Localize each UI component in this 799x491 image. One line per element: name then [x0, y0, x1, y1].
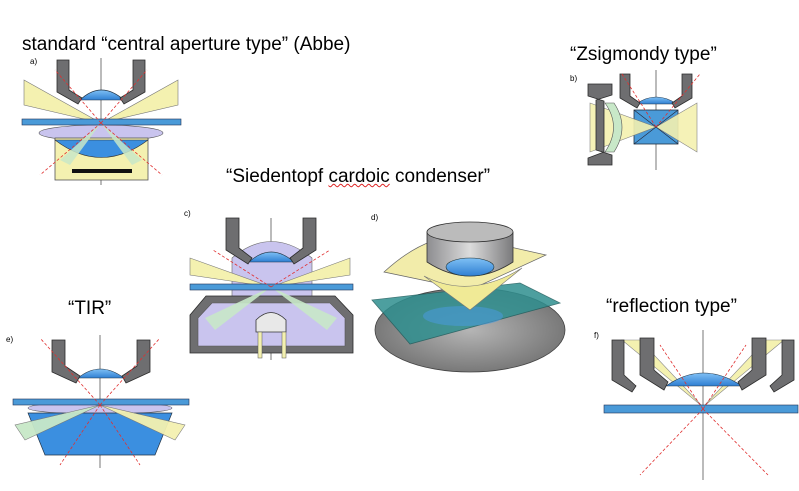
- objective-left-housing: [225, 217, 253, 265]
- ray-left-up: [212, 249, 272, 288]
- beam-right-lower: [271, 287, 337, 330]
- objective-front-lens: [77, 368, 125, 379]
- panel-label-e: e): [6, 335, 14, 344]
- objective-left-housing: [56, 59, 83, 105]
- panel-d-3d-condenser: [371, 221, 566, 373]
- ray-right-up: [100, 69, 148, 124]
- light-post-left: [257, 331, 263, 359]
- title-siedentopf: “Siedentopf cardoic condenser”: [226, 166, 491, 187]
- beam-left-lower: [60, 123, 101, 165]
- ray-right-down: [99, 404, 141, 466]
- panel-label-c: c): [184, 209, 191, 218]
- title-zsigmondy: “Zsigmondy type”: [570, 44, 717, 65]
- title-abbe: standard “central aperture type” (Abbe): [22, 34, 351, 55]
- panel-e-tir: [12, 335, 190, 468]
- beam-right: [702, 339, 785, 408]
- beam-left: [14, 404, 101, 441]
- beam-left-upper: [23, 79, 102, 124]
- slide: [12, 398, 190, 406]
- ray-left-down: [59, 404, 101, 466]
- objective-lens-3d: [445, 257, 495, 277]
- panel-a-abbe: [21, 58, 182, 185]
- objective-right-housing: [121, 339, 151, 384]
- side-condenser-lens: [604, 102, 623, 153]
- beam-right-upper: [100, 79, 179, 124]
- ray-left-down: [639, 408, 704, 476]
- beam-right-upper: [270, 257, 351, 288]
- slide-spot: [423, 306, 503, 326]
- beam-right: [655, 102, 698, 153]
- panel-label-f: f): [594, 331, 599, 340]
- objective-right-housing: [289, 217, 317, 265]
- ray-right-down: [702, 408, 769, 476]
- mirror-housing-left: [611, 339, 637, 393]
- objective-left-housing: [639, 337, 669, 391]
- objective-right-housing: [737, 337, 767, 391]
- objective-right-housing: [671, 73, 693, 109]
- beam-left: [621, 339, 704, 408]
- ray-right-up: [655, 73, 701, 128]
- panel-c-siedentopf: [189, 217, 354, 360]
- objective-front-lens: [665, 372, 743, 387]
- ray-right-up: [270, 249, 331, 288]
- beam-right: [99, 404, 186, 441]
- panel-label-a: a): [30, 57, 38, 66]
- beam-cone-front: [423, 267, 523, 311]
- beam-right-lower: [101, 123, 142, 165]
- panel-f-reflection: [603, 330, 799, 480]
- beam-left: [589, 102, 657, 153]
- panel-label-d: d): [371, 213, 379, 222]
- title-reflection: “reflection type”: [606, 296, 737, 317]
- objective-right-housing: [119, 59, 146, 105]
- central-mirror: [255, 312, 287, 333]
- ray-right-down: [100, 122, 163, 176]
- side-condenser-housing: [587, 83, 613, 166]
- objective-front-lens: [635, 96, 678, 105]
- light-post-right: [281, 331, 287, 359]
- objective-left-housing: [51, 339, 81, 384]
- ray-left-up: [621, 73, 657, 128]
- ray-left-up: [54, 69, 102, 124]
- objective-left-housing: [619, 73, 641, 109]
- ray-left-up: [659, 344, 704, 410]
- beam-left-upper: [189, 257, 272, 288]
- objective-top-rim: [426, 221, 514, 243]
- title-tir: “TIR”: [68, 298, 112, 319]
- slide: [603, 404, 799, 414]
- objective-front-lens: [79, 89, 125, 101]
- panel-b-zsigmondy: [587, 70, 701, 170]
- beam-left-lower: [205, 287, 271, 330]
- ray-left-down: [39, 122, 102, 176]
- mirror-housing-right: [769, 339, 795, 393]
- central-stop: [72, 169, 132, 173]
- ray-right-up: [702, 344, 747, 410]
- panel-label-b: b): [570, 74, 578, 83]
